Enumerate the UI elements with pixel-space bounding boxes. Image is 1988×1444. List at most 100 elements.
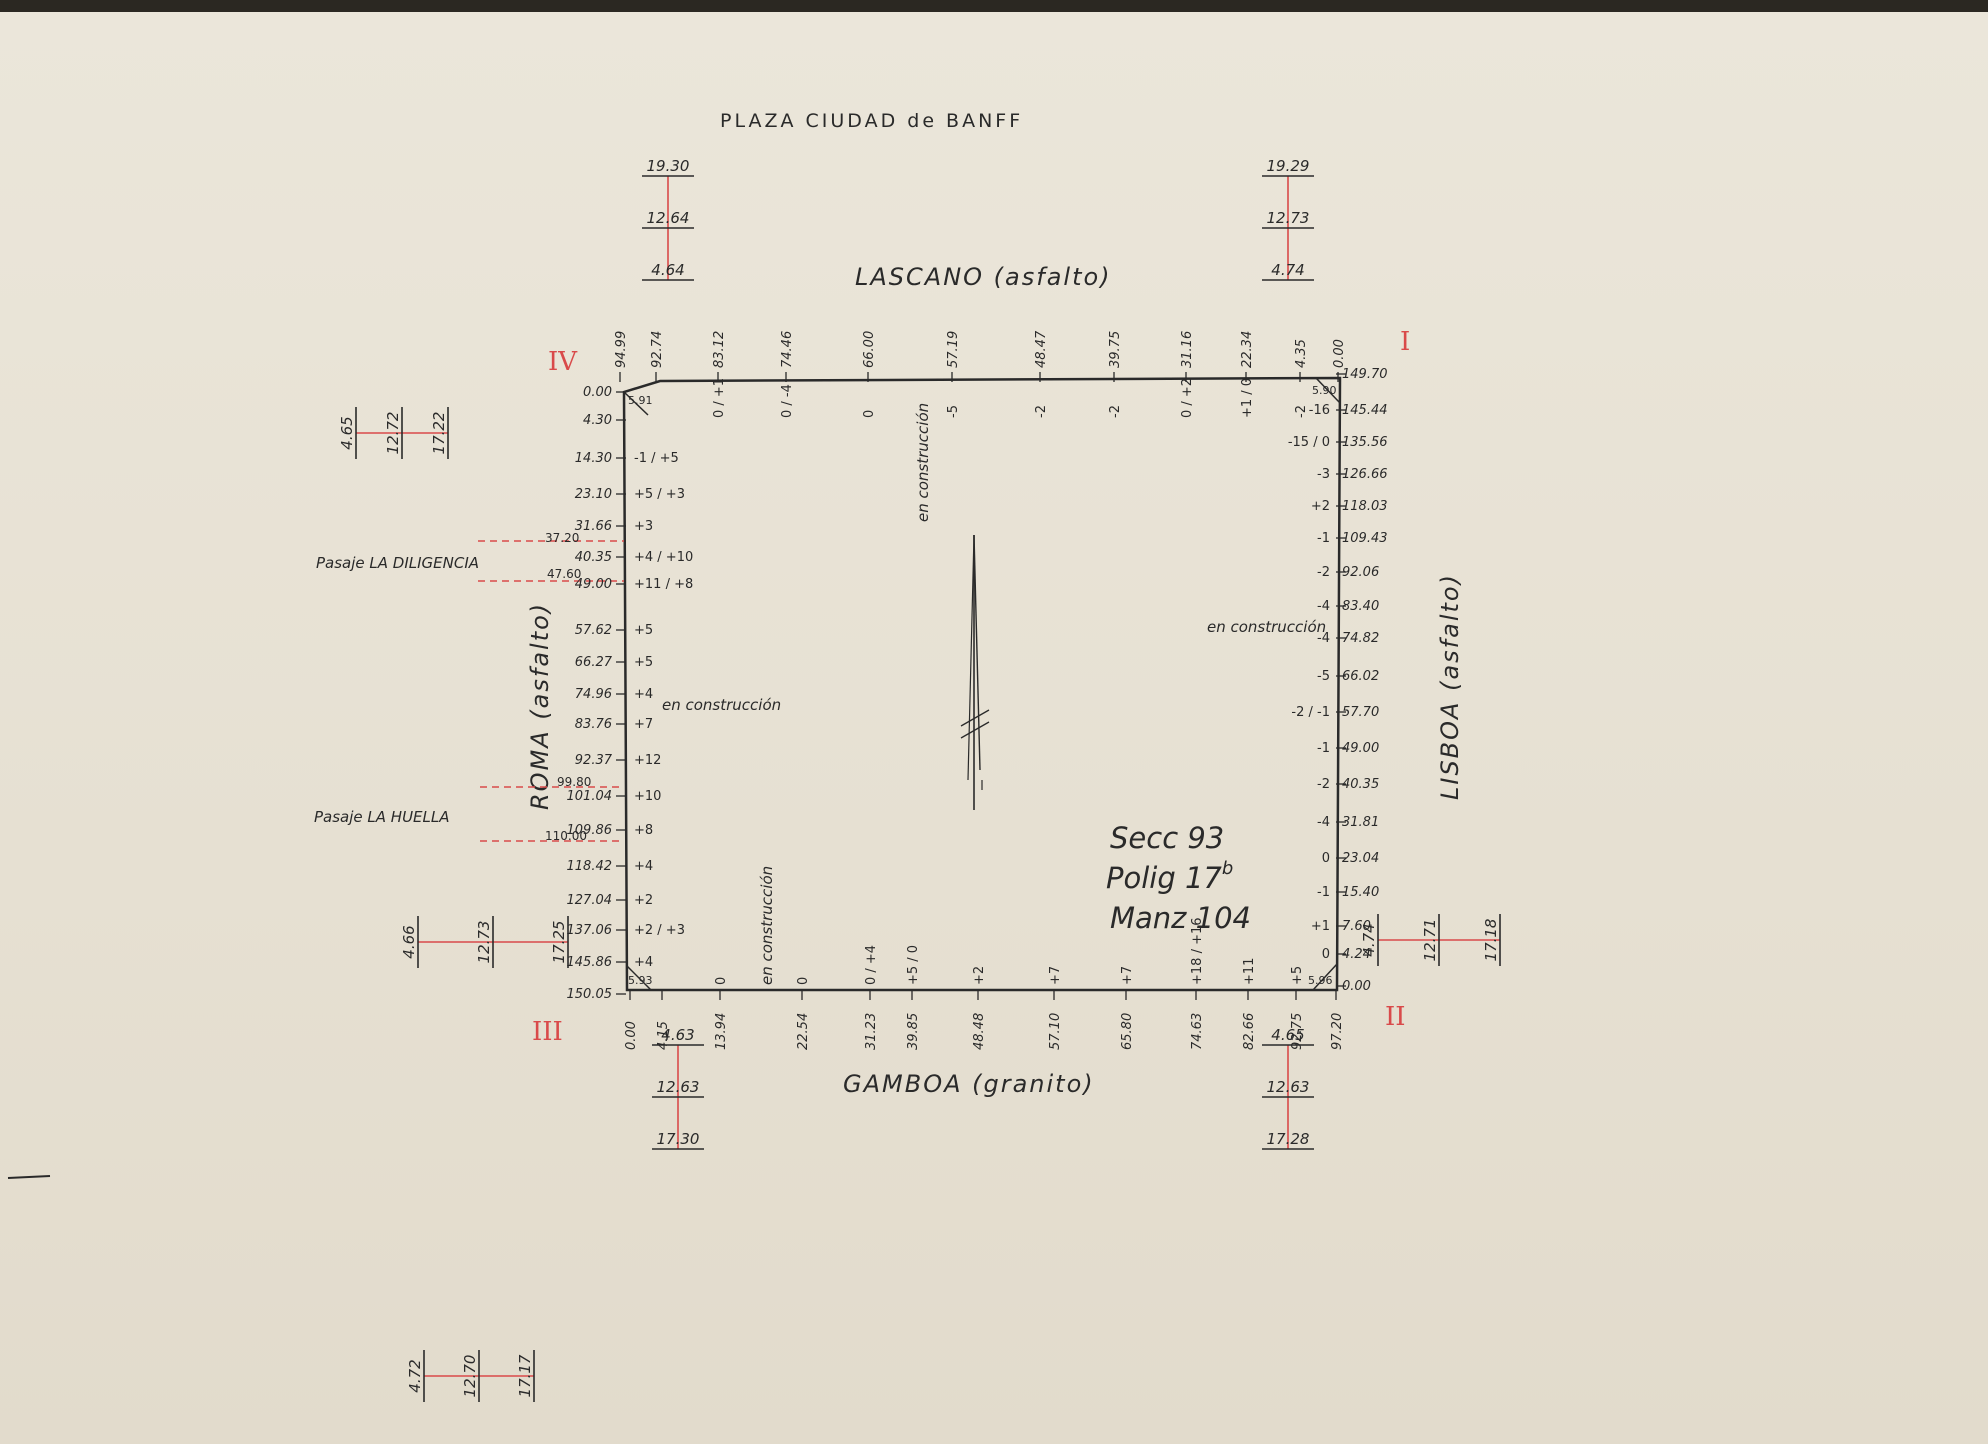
corner-label-iii: III	[532, 1017, 563, 1047]
dimension-position: 39.85	[906, 1013, 921, 1050]
dimension-offset: +12	[634, 753, 661, 768]
level-value: 12.63	[1267, 1078, 1310, 1096]
passage-diligencia: Pasaje LA DILIGENCIA 37.20 47.60	[316, 531, 624, 582]
dimension-position: 22.34	[1240, 331, 1255, 368]
dimension-position: 66.27	[575, 655, 613, 670]
dimension-position: 57.19	[946, 331, 961, 368]
dimension-position: 109.86	[567, 823, 613, 838]
corner-chamfer-se	[1312, 963, 1338, 991]
dimension-position: 57.10	[1048, 1013, 1063, 1050]
dimension-position: 137.06	[567, 923, 613, 938]
block-identification: Secc 93 Polig 17b Manz 104	[1106, 821, 1251, 935]
construction-note-east: en construcción	[1207, 618, 1326, 636]
dimension-offset: +10	[634, 789, 661, 804]
dimension-offset: 0 / +1	[712, 378, 727, 418]
construction-note-west: en construcción	[662, 696, 781, 714]
dimension-offset: 0	[796, 977, 811, 985]
dimension-position: 126.66	[1342, 467, 1388, 482]
block-perimeter	[622, 376, 1342, 992]
corner-note-ne: 5.90	[1312, 384, 1337, 397]
level-value: 17.18	[1482, 919, 1500, 962]
dimension-position: 0.00	[624, 1021, 639, 1050]
level-value: 12.73	[475, 921, 493, 964]
dimension-position: 92.37	[575, 753, 613, 768]
dimension-position: 101.04	[567, 789, 613, 804]
corner-label-i: I	[1400, 327, 1410, 357]
dimension-position: 4.35	[1294, 339, 1309, 368]
dimension-position: 83.12	[712, 331, 727, 368]
dimension-position: 49.00	[575, 577, 612, 592]
dimension-position: 0.00	[1342, 979, 1371, 994]
dimension-offset: 0 / +2	[1180, 378, 1195, 418]
dimension-position: 92.74	[650, 331, 665, 368]
dimension-offset: +4	[634, 687, 653, 702]
dimension-offset: -1	[1317, 741, 1330, 756]
dimension-position: 150.05	[567, 987, 613, 1002]
dimension-position: 57.62	[575, 623, 612, 638]
corner-note-sw: 5.93	[628, 974, 653, 987]
passage-label: Pasaje LA HUELLA	[314, 808, 450, 826]
passage-value: 37.20	[545, 531, 579, 545]
level-value: 17.30	[657, 1130, 700, 1148]
dimension-offset: -2	[1317, 777, 1330, 792]
dimension-position: 74.96	[575, 687, 612, 702]
level-value: 4.74	[1271, 261, 1304, 279]
dimension-position: 7.60	[1342, 919, 1371, 934]
margin-mark	[7, 1175, 51, 1179]
dimension-position: 31.81	[1342, 815, 1379, 830]
dimension-position: 83.76	[575, 717, 612, 732]
dimension-offset: +11 / +8	[634, 577, 693, 592]
corner-chamfer-sw	[626, 965, 652, 991]
dimension-offset: +7	[1048, 966, 1063, 985]
dimension-offset: +18 / +16	[1190, 917, 1205, 985]
dimension-offset: 0 / +4	[864, 945, 879, 985]
passage-value: 47.60	[547, 567, 581, 581]
dimension-offset: +2	[1311, 499, 1330, 514]
corner-label-iv: IV	[548, 347, 578, 377]
level-value: 19.30	[647, 157, 690, 175]
dimension-offset: +4	[634, 955, 653, 970]
passage-value: 99.80	[557, 775, 591, 789]
dimension-offset: +5	[634, 655, 653, 670]
dimension-position: 92.06	[1342, 565, 1379, 580]
dimension-offset: 0	[1322, 947, 1330, 962]
dimension-position: 145.44	[1342, 403, 1388, 418]
dimension-position: 145.86	[567, 955, 613, 970]
dimension-offset: -3	[1317, 467, 1330, 482]
dimension-offset: +1	[1311, 919, 1330, 934]
dimension-position: 23.04	[1342, 851, 1379, 866]
level-value: 17.25	[550, 921, 568, 964]
dimension-offset: -2 / -1	[1291, 705, 1330, 720]
level-value: 4.66	[400, 925, 418, 958]
dimension-position: 15.40	[1342, 885, 1379, 900]
level-value: 12.70	[461, 1355, 479, 1398]
dimension-offset: -1 / +5	[634, 451, 679, 466]
dimension-position: 118.03	[1342, 499, 1388, 514]
street-level-markers: 19.3012.644.6419.2912.734.7417.2212.724.…	[338, 157, 1501, 1402]
plan-title: PLAZA CIUDAD de BANFF	[720, 110, 1023, 132]
corner-note-se: 5.96	[1308, 974, 1333, 987]
dimension-position: 74.46	[780, 331, 795, 368]
dimension-position: 39.75	[1108, 331, 1123, 368]
dimension-position: 22.54	[796, 1013, 811, 1050]
dimension-position: 57.70	[1342, 705, 1379, 720]
dimension-position: 31.23	[864, 1013, 879, 1050]
dimension-offset: +2	[972, 966, 987, 985]
dimension-position: 13.94	[714, 1013, 729, 1050]
dimension-offset: +7	[1120, 966, 1135, 985]
dimension-offset: +4	[634, 859, 653, 874]
dimension-offset: +5	[634, 623, 653, 638]
dimension-offset: +3	[634, 519, 653, 534]
sheet-top-edge	[0, 0, 1988, 12]
block-section: Secc 93	[1110, 821, 1224, 855]
dimension-position: 48.48	[972, 1013, 987, 1050]
passage-label: Pasaje LA DILIGENCIA	[316, 554, 479, 572]
dimension-position: 23.10	[575, 487, 612, 502]
dimension-offset: +4 / +10	[634, 550, 693, 565]
dimension-position: 40.35	[1342, 777, 1379, 792]
dimension-position: 74.63	[1190, 1013, 1205, 1050]
dimension-position: 48.47	[1034, 330, 1049, 368]
